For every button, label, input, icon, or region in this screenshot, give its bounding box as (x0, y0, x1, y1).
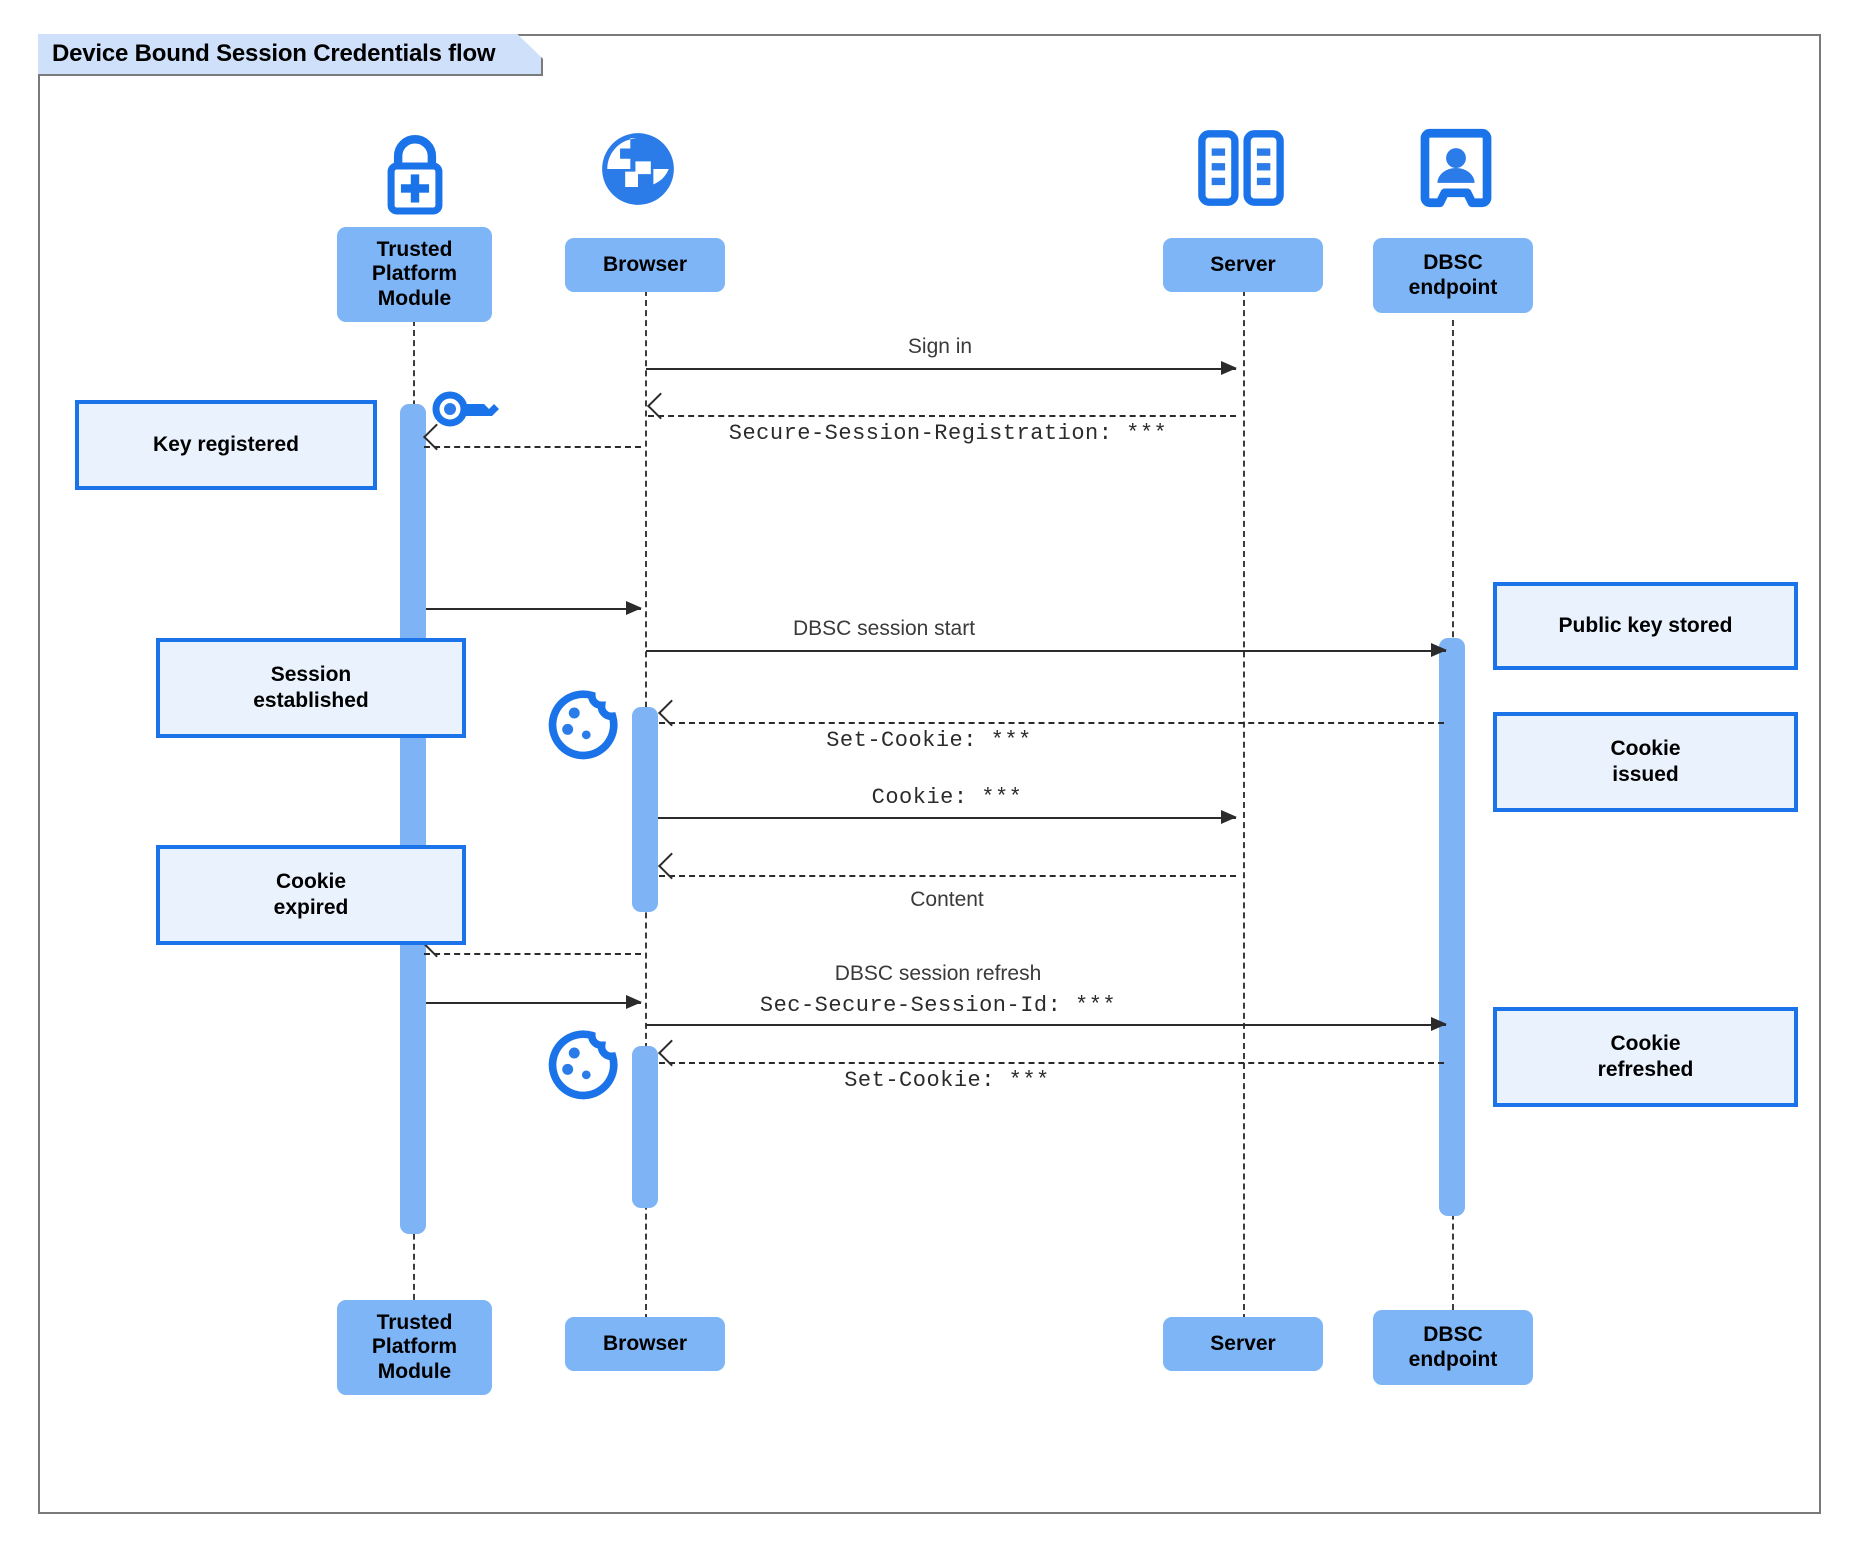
participant-label: Browser (602, 252, 688, 276)
lock-plus-icon (370, 128, 460, 223)
note-key-registered: Key registered (75, 400, 377, 490)
note-text-line2: established (253, 689, 369, 712)
arrowhead-right (1221, 361, 1237, 375)
message-line (426, 1002, 641, 1004)
participant-dbsc-bottom[interactable]: DBSC endpoint (1373, 1310, 1533, 1385)
message-label-secure-session-registration: Secure-Session-Registration: *** (728, 421, 1168, 446)
participant-server-bottom[interactable]: Server (1163, 1317, 1323, 1371)
note-cookie-issued: Cookie issued (1493, 712, 1798, 812)
activation-bar-tpm (400, 404, 426, 1234)
note-text-line2: issued (1612, 763, 1679, 786)
diagram-title-tab: Device Bound Session Credentials flow (38, 34, 543, 76)
participant-label: Browser (602, 1331, 688, 1355)
note-text-line1: Cookie (1610, 737, 1681, 761)
participant-label-line2: Platform (371, 262, 458, 286)
message-line (424, 446, 641, 448)
participant-tpm-top[interactable]: Trusted Platform Module (337, 227, 492, 322)
arrowhead-right (626, 995, 642, 1009)
participant-server-top[interactable]: Server (1163, 238, 1323, 292)
participant-label-line2: Platform (371, 1335, 458, 1359)
message-label-dbsc-session-refresh: DBSC session refresh (834, 962, 1042, 985)
note-session-established: Session established (156, 638, 466, 738)
message-label-content: Content (910, 888, 984, 911)
message-label-sec-secure-session-id: Sec-Secure-Session-Id: *** (759, 993, 1117, 1018)
participant-label-line1: Trusted (376, 1310, 453, 1334)
arrowhead-right (1431, 643, 1447, 657)
message-label-dbsc-session-start: DBSC session start (792, 617, 976, 640)
message-label-set-cookie-2: Set-Cookie: *** (844, 1068, 1050, 1093)
message-line (648, 415, 1236, 417)
participant-label-line1: DBSC (1423, 1323, 1483, 1347)
participant-label: Server (1210, 1331, 1276, 1355)
participant-label-line2: endpoint (1408, 275, 1498, 299)
note-text: Public key stored (1558, 614, 1733, 638)
participant-dbsc-top[interactable]: DBSC endpoint (1373, 238, 1533, 313)
message-line (659, 722, 1444, 724)
note-text: Key registered (153, 433, 299, 457)
message-line (658, 817, 1236, 819)
participant-browser-bottom[interactable]: Browser (565, 1317, 725, 1371)
activation-bar-dbsc (1439, 638, 1465, 1216)
note-text-line1: Cookie (275, 870, 346, 894)
note-public-key-stored: Public key stored (1493, 582, 1798, 670)
participant-label-line1: DBSC (1423, 251, 1483, 275)
note-cookie-refreshed: Cookie refreshed (1493, 1007, 1798, 1107)
cookie-icon (548, 1030, 618, 1105)
note-text-line2: refreshed (1597, 1058, 1694, 1081)
note-text-line1: Session (270, 663, 352, 687)
message-line (646, 650, 1446, 652)
cookie-icon (548, 690, 618, 765)
note-text-line2: expired (273, 896, 349, 919)
message-line (659, 875, 1236, 877)
participant-label-line3: Module (377, 286, 452, 310)
page-title: Device Bound Session Credentials flow (52, 40, 496, 67)
message-label-cookie: Cookie: *** (871, 785, 1023, 810)
note-text-line1: Cookie (1610, 1032, 1681, 1056)
note-cookie-expired: Cookie expired (156, 845, 466, 945)
arrowhead-right (1221, 810, 1237, 824)
id-badge-icon (1420, 128, 1492, 213)
arrowhead-right (1431, 1017, 1447, 1031)
participant-label-line1: Trusted (376, 237, 453, 261)
message-line (646, 1024, 1446, 1026)
participant-label: Server (1210, 252, 1276, 276)
message-line (646, 368, 1236, 370)
participant-tpm-bottom[interactable]: Trusted Platform Module (337, 1300, 492, 1395)
participant-label-line2: endpoint (1408, 1347, 1498, 1371)
message-line (424, 953, 641, 955)
message-line (426, 608, 641, 610)
key-icon (428, 382, 500, 441)
message-label-set-cookie-1: Set-Cookie: *** (826, 728, 1032, 753)
lifeline-server (1243, 290, 1245, 1320)
server-rack-icon (1197, 130, 1285, 211)
message-line (659, 1062, 1444, 1064)
message-label-sign-in: Sign in (907, 335, 973, 358)
arrowhead-right (626, 601, 642, 615)
activation-bar-browser1 (632, 707, 658, 912)
activation-bar-browser2 (632, 1046, 658, 1208)
globe-icon (597, 128, 679, 215)
participant-label-line3: Module (377, 1359, 452, 1383)
participant-browser-top[interactable]: Browser (565, 238, 725, 292)
